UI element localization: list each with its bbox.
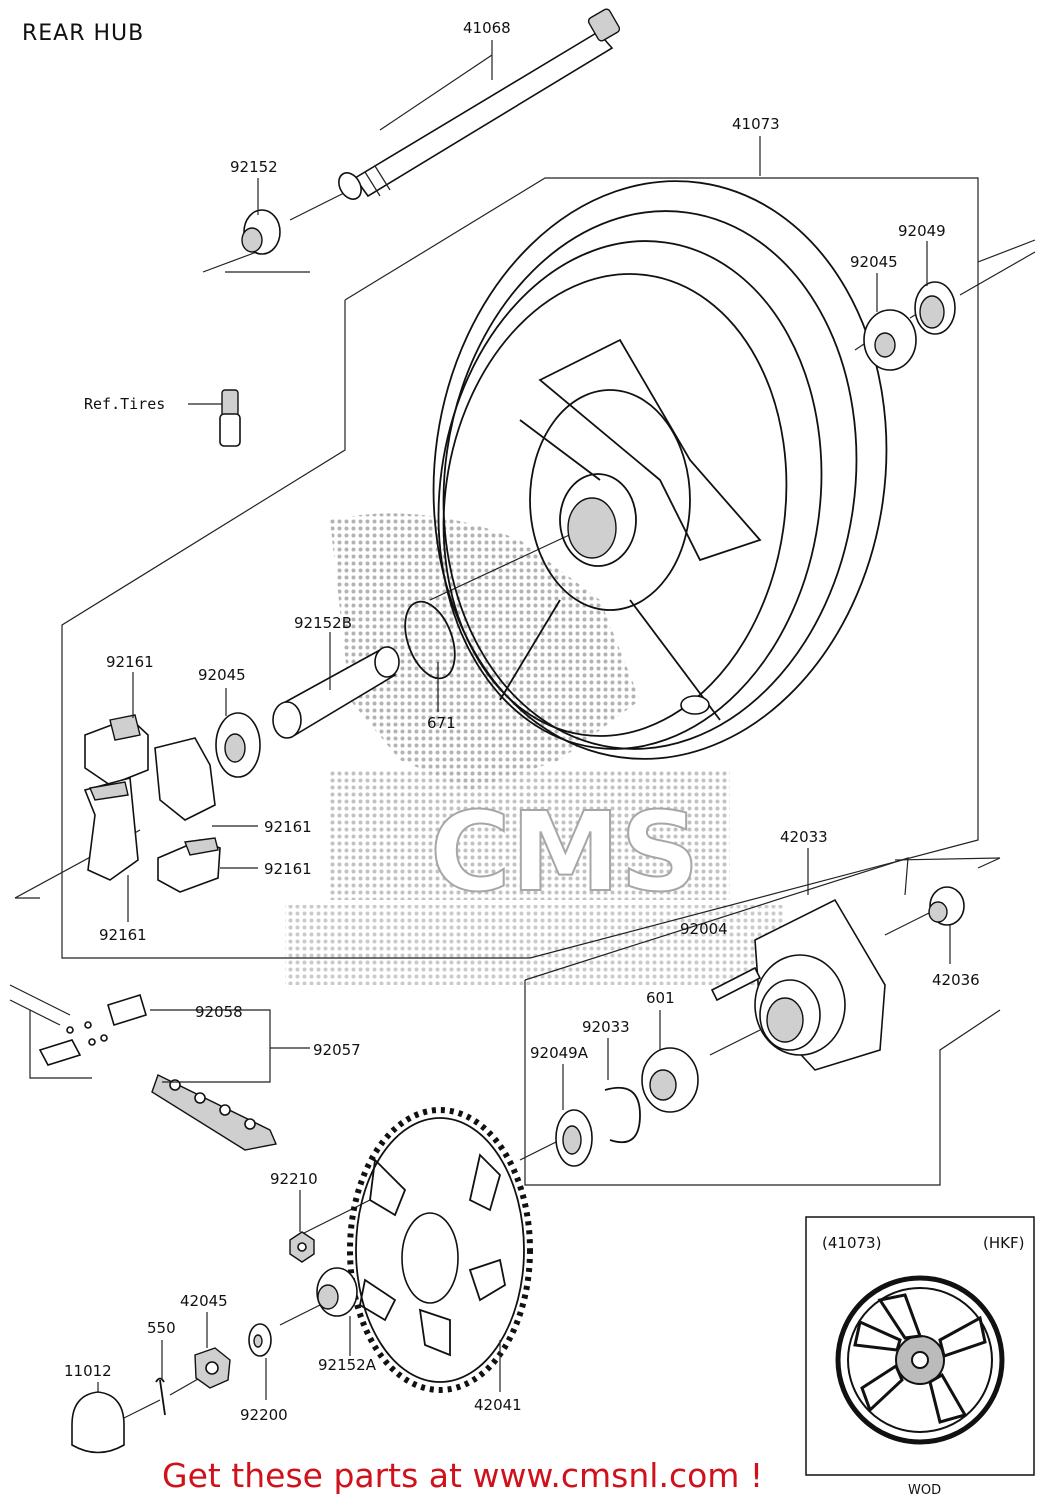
label-92045-right: 92045 bbox=[850, 253, 898, 271]
spacer-92152B bbox=[272, 646, 400, 739]
inset-footer-code: WOD bbox=[908, 1483, 941, 1498]
cap-11012 bbox=[71, 1391, 125, 1454]
label-11012: 11012 bbox=[64, 1362, 112, 1380]
label-92210: 92210 bbox=[270, 1170, 318, 1188]
damper-92161-set bbox=[83, 714, 221, 893]
assembly-frame-lines bbox=[14, 177, 1036, 1421]
promo-banner[interactable]: Get these parts at www.cmsnl.com ! bbox=[162, 1456, 763, 1495]
label-42045: 42045 bbox=[180, 1292, 228, 1310]
label-92049A: 92049A bbox=[530, 1044, 589, 1062]
label-550: 550 bbox=[147, 1319, 176, 1337]
seal-92049 bbox=[914, 281, 956, 335]
label-ref-tires: Ref.Tires bbox=[84, 395, 165, 413]
label-92161-low: 92161 bbox=[264, 860, 312, 878]
leader-lines bbox=[97, 40, 951, 1400]
axle-41068 bbox=[338, 8, 621, 200]
label-92058: 92058 bbox=[195, 1003, 243, 1021]
cms-watermark: CMS bbox=[285, 513, 785, 985]
bearing-601 bbox=[641, 1047, 699, 1113]
seal-92049A bbox=[555, 1109, 593, 1167]
label-92161-mid: 92161 bbox=[264, 818, 312, 836]
label-601: 601 bbox=[646, 989, 675, 1007]
label-671: 671 bbox=[427, 714, 456, 732]
label-42033: 42033 bbox=[780, 828, 828, 846]
nut-42045 bbox=[194, 1347, 231, 1389]
stud-92004 bbox=[710, 966, 762, 1002]
label-92161-top: 92161 bbox=[106, 653, 154, 671]
sprocket-42041 bbox=[347, 1107, 533, 1393]
label-92057: 92057 bbox=[313, 1041, 361, 1059]
coupling-42033 bbox=[754, 898, 886, 1071]
part-labels: 41068 41073 92152 92049 92045 Ref.Tires … bbox=[64, 19, 980, 1424]
watermark-brand: CMS bbox=[430, 788, 699, 916]
label-41073: 41073 bbox=[732, 115, 780, 133]
washer-92200 bbox=[248, 1323, 272, 1357]
bearing-92045-right bbox=[863, 309, 917, 371]
collar-42036 bbox=[928, 886, 965, 926]
valve-stem bbox=[188, 389, 241, 447]
label-92033: 92033 bbox=[582, 1018, 630, 1036]
nut-92210 bbox=[289, 1231, 315, 1263]
bearing-92045-left bbox=[215, 712, 261, 778]
label-92004: 92004 bbox=[680, 920, 728, 938]
inset-code-label: (HKF) bbox=[983, 1234, 1024, 1252]
label-92161-bottom: 92161 bbox=[99, 926, 147, 944]
label-42036: 42036 bbox=[932, 971, 980, 989]
label-92152A: 92152A bbox=[318, 1356, 377, 1374]
label-92049: 92049 bbox=[898, 222, 946, 240]
label-92152B: 92152B bbox=[294, 614, 352, 632]
variant-inset-panel: (41073) (HKF) bbox=[805, 1216, 1035, 1476]
collar-92152A bbox=[316, 1267, 358, 1317]
wheel-41073 bbox=[432, 180, 888, 760]
page-title: REAR HUB bbox=[22, 21, 144, 46]
label-92200: 92200 bbox=[240, 1406, 288, 1424]
label-42041: 42041 bbox=[474, 1396, 522, 1414]
circlip-92033 bbox=[604, 1086, 641, 1144]
chain-92057 bbox=[9, 984, 277, 1151]
label-41068: 41068 bbox=[463, 19, 511, 37]
cotter-pin-550 bbox=[155, 1377, 166, 1416]
label-92152: 92152 bbox=[230, 158, 278, 176]
label-92045-left: 92045 bbox=[198, 666, 246, 684]
o-ring-671 bbox=[404, 600, 456, 680]
collar-92152 bbox=[241, 209, 281, 255]
inset-ref-label: (41073) bbox=[822, 1234, 881, 1252]
chain-bracket bbox=[29, 1009, 310, 1083]
